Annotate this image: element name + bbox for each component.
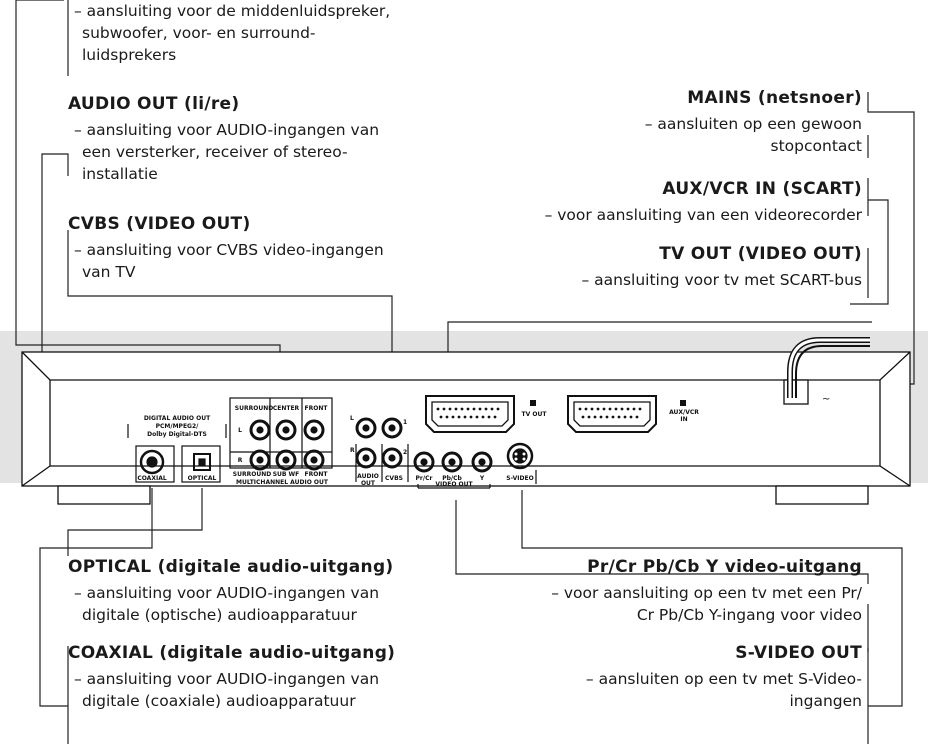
- mains-desc-2: stopcontact: [770, 137, 862, 155]
- component-desc-2: Cr Pb/Cb Y-ingang voor video: [636, 606, 862, 624]
- scart-aux-vcr: [567, 395, 657, 433]
- multichannel-label: MULTICHANNEL AUDIO OUT: [236, 479, 329, 486]
- optical-title: OPTICAL (digitale audio-uitgang): [68, 557, 394, 577]
- audio-right-label: R: [350, 447, 355, 454]
- mains-title: MAINS (netsnoer): [687, 88, 862, 108]
- optical-desc-1: – aansluiting voor AUDIO-ingangen van: [74, 584, 380, 602]
- sub-wf-label: SUB WF: [273, 471, 300, 478]
- speakers-desc-3: luidsprekers: [82, 46, 177, 64]
- tv-out-symbol-icon: [530, 400, 536, 406]
- audio-out-desc-3: installatie: [82, 165, 158, 183]
- digital-audio-header-1: DIGITAL AUDIO OUT: [144, 415, 211, 422]
- digital-audio-header-3: Dolby Digital-DTS: [147, 431, 207, 438]
- tv-out-desc-1: – aansluiting voor tv met SCART-bus: [581, 271, 862, 289]
- aux-vcr-label-2: IN: [680, 416, 687, 423]
- callout-aux-vcr: AUX/VCR IN (SCART) – voor aansluiting va…: [545, 178, 862, 226]
- pr-cr-label: Pr/Cr: [416, 475, 433, 482]
- cvbs-2-label: 2: [403, 449, 407, 456]
- aux-vcr-label-1: AUX/VCR: [669, 409, 699, 416]
- aux-vcr-title: AUX/VCR IN (SCART): [662, 179, 862, 199]
- surround-label-2: SURROUND: [233, 471, 271, 478]
- cvbs-label: CVBS: [385, 475, 403, 482]
- tv-out-label: TV OUT: [522, 411, 548, 418]
- scart-tv-out: [425, 395, 515, 433]
- left-label: L: [238, 427, 242, 434]
- front-label: FRONT: [305, 405, 329, 412]
- tv-out-title: TV OUT (VIDEO OUT): [659, 244, 862, 264]
- coaxial-desc-2: digitale (coaxiale) audioapparatuur: [82, 692, 356, 710]
- svideo-desc-1: – aansluiten op een tv met S-Video-: [585, 670, 862, 688]
- bar-aux: [850, 178, 889, 305]
- y-label: Y: [479, 475, 485, 482]
- cvbs-desc-1: – aansluiting voor CVBS video-ingangen: [74, 241, 384, 259]
- svideo-title: S-VIDEO OUT: [735, 643, 862, 663]
- callout-component: Pr/Cr Pb/Cb Y video-uitgang – voor aansl…: [551, 556, 862, 626]
- line-component: [455, 500, 869, 652]
- video-out-label: VIDEO OUT: [435, 481, 473, 488]
- callout-cvbs: CVBS (VIDEO OUT) – aansluiting voor CVBS…: [68, 213, 384, 283]
- mains-desc-1: – aansluiten op een gewoon: [644, 115, 862, 133]
- mains-symbol: ~: [822, 394, 830, 405]
- audio-out-desc-2: een versterker, receiver of stereo-: [82, 143, 348, 161]
- svideo-desc-2: ingangen: [789, 692, 863, 710]
- line-svideo: [521, 490, 903, 744]
- callout-mains: MAINS (netsnoer) – aansluiten op een gew…: [645, 87, 862, 157]
- right-label: R: [238, 457, 243, 464]
- mains-cable: [783, 337, 870, 405]
- audio-out-title: AUDIO OUT (li/re): [68, 94, 240, 114]
- line-cvbs: [67, 230, 393, 368]
- speakers-desc-2: subwoofer, voor- en surround-: [82, 24, 316, 42]
- optical-label: OPTICAL: [188, 475, 217, 482]
- cvbs-desc-2: van TV: [82, 263, 136, 281]
- center-label: CENTER: [273, 405, 300, 412]
- digital-audio-header-2: PCM/MPEG2/: [156, 423, 200, 430]
- audio-left-label: L: [350, 415, 354, 422]
- cvbs-title: CVBS (VIDEO OUT): [68, 214, 251, 234]
- callout-optical: OPTICAL (digitale audio-uitgang) – aansl…: [68, 556, 394, 626]
- aux-symbol-icon: [680, 400, 686, 406]
- coaxial-label: COAXIAL: [137, 475, 166, 482]
- front-label-2: FRONT: [305, 471, 329, 478]
- cvbs-1-label: 1: [403, 419, 407, 426]
- optical-desc-2: digitale (optische) audioapparatuur: [82, 606, 357, 624]
- line-optical: [67, 488, 203, 556]
- s-video-label: S-VIDEO: [506, 475, 533, 482]
- audio-out-label-1: AUDIO: [357, 473, 379, 480]
- audio-out-label-2: OUT: [361, 480, 376, 487]
- callout-audio-out: AUDIO OUT (li/re) – aansluiting voor AUD…: [68, 93, 379, 185]
- line-coaxial: [39, 488, 153, 707]
- callout-svideo: S-VIDEO OUT – aansluiten op een tv met S…: [586, 642, 862, 712]
- coaxial-desc-1: – aansluiting voor AUDIO-ingangen van: [74, 670, 380, 688]
- coaxial-title: COAXIAL (digitale audio-uitgang): [68, 643, 396, 663]
- component-title: Pr/Cr Pb/Cb Y video-uitgang: [587, 557, 862, 577]
- pb-cb-label: Pb/Cb: [442, 475, 462, 482]
- aux-vcr-desc-1: – voor aansluiting van een videorecorder: [544, 206, 862, 224]
- surround-label: SURROUND: [235, 405, 273, 412]
- callout-speakers: – aansluiting voor de middenluidspreker,…: [68, 0, 390, 66]
- callout-coaxial: COAXIAL (digitale audio-uitgang) – aansl…: [68, 642, 395, 712]
- audio-out-desc-1: – aansluiting voor AUDIO-ingangen van: [74, 121, 380, 139]
- callout-tv-out: TV OUT (VIDEO OUT) – aansluiting voor tv…: [581, 243, 862, 291]
- component-desc-1: – voor aansluiting op een tv met een Pr/: [551, 584, 862, 602]
- speakers-desc-1: – aansluiting voor de middenluidspreker,: [74, 2, 391, 20]
